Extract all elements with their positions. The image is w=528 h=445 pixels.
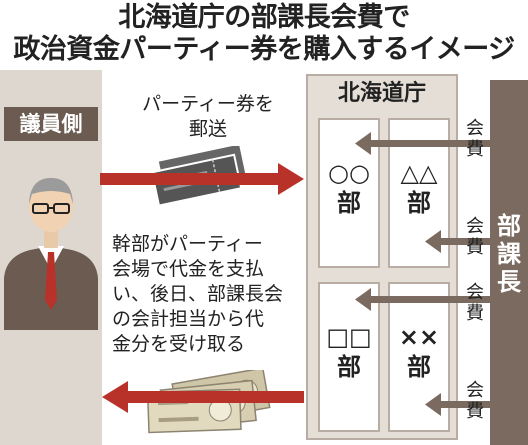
description-line: の会計担当から代 — [112, 308, 265, 330]
department-mark: ×× — [398, 323, 440, 351]
chiefs-label-char: 課 — [497, 240, 521, 268]
fee-arrow — [425, 393, 490, 416]
department-suffix: 部 — [407, 353, 431, 381]
fee-char: 会 — [466, 380, 484, 401]
department-box: □□ 部 — [318, 282, 380, 432]
fee-char: 費 — [466, 401, 484, 422]
fee-char: 会 — [466, 118, 484, 139]
reimbursement-arrow — [102, 381, 304, 413]
chiefs-label-char: 部 — [497, 212, 521, 240]
description-line: 会場で代金を支払 — [112, 258, 265, 280]
department-suffix: 部 — [407, 189, 431, 217]
mail-caption-line-2: 郵送 — [188, 118, 227, 140]
payment-description: 幹部がパーティー 会場で代金を支払 い、後日、部課長会 の会計担当から代 金分を… — [112, 232, 307, 357]
department-suffix: 部 — [337, 353, 361, 381]
title-line-2: 政治資金パーティー券を購入するイメージ — [13, 34, 515, 65]
chiefs-label: 部 課 長 — [490, 212, 528, 296]
fee-label: 会 費 — [464, 216, 486, 258]
department-suffix: 部 — [337, 189, 361, 217]
mail-caption-line-1: パーティー券を — [142, 93, 274, 115]
hokkaido-government-title: 北海道庁 — [337, 81, 426, 106]
fee-label: 会 費 — [464, 282, 486, 324]
description-line: 幹部がパーティー — [112, 233, 263, 255]
mail-caption: パーティー券を 郵送 — [118, 92, 298, 142]
description-line: 金分を受け取る — [112, 333, 246, 355]
fee-char: 費 — [466, 139, 484, 160]
department-mark: △△ — [400, 159, 438, 187]
fee-char: 会 — [466, 282, 484, 303]
fee-arrow — [425, 230, 490, 253]
ticket-mail-arrow — [100, 163, 304, 195]
fee-label: 会 費 — [464, 380, 486, 422]
department-mark: □□ — [326, 323, 372, 351]
fee-arrow — [355, 288, 490, 311]
title-line-1: 北海道庁の部課長会費で — [118, 2, 410, 33]
fee-char: 会 — [466, 216, 484, 237]
fee-label: 会 費 — [464, 118, 486, 160]
department-mark: ○○ — [328, 159, 370, 187]
fee-arrow — [355, 132, 490, 155]
chiefs-label-char: 長 — [497, 268, 521, 296]
description-line: い、後日、部課長会 — [112, 283, 284, 305]
assembly-side-label: 議員側 — [4, 107, 98, 141]
politician-icon — [4, 178, 98, 330]
fee-char: 費 — [466, 303, 484, 324]
chiefs-bar — [490, 80, 528, 445]
fee-char: 費 — [466, 237, 484, 258]
